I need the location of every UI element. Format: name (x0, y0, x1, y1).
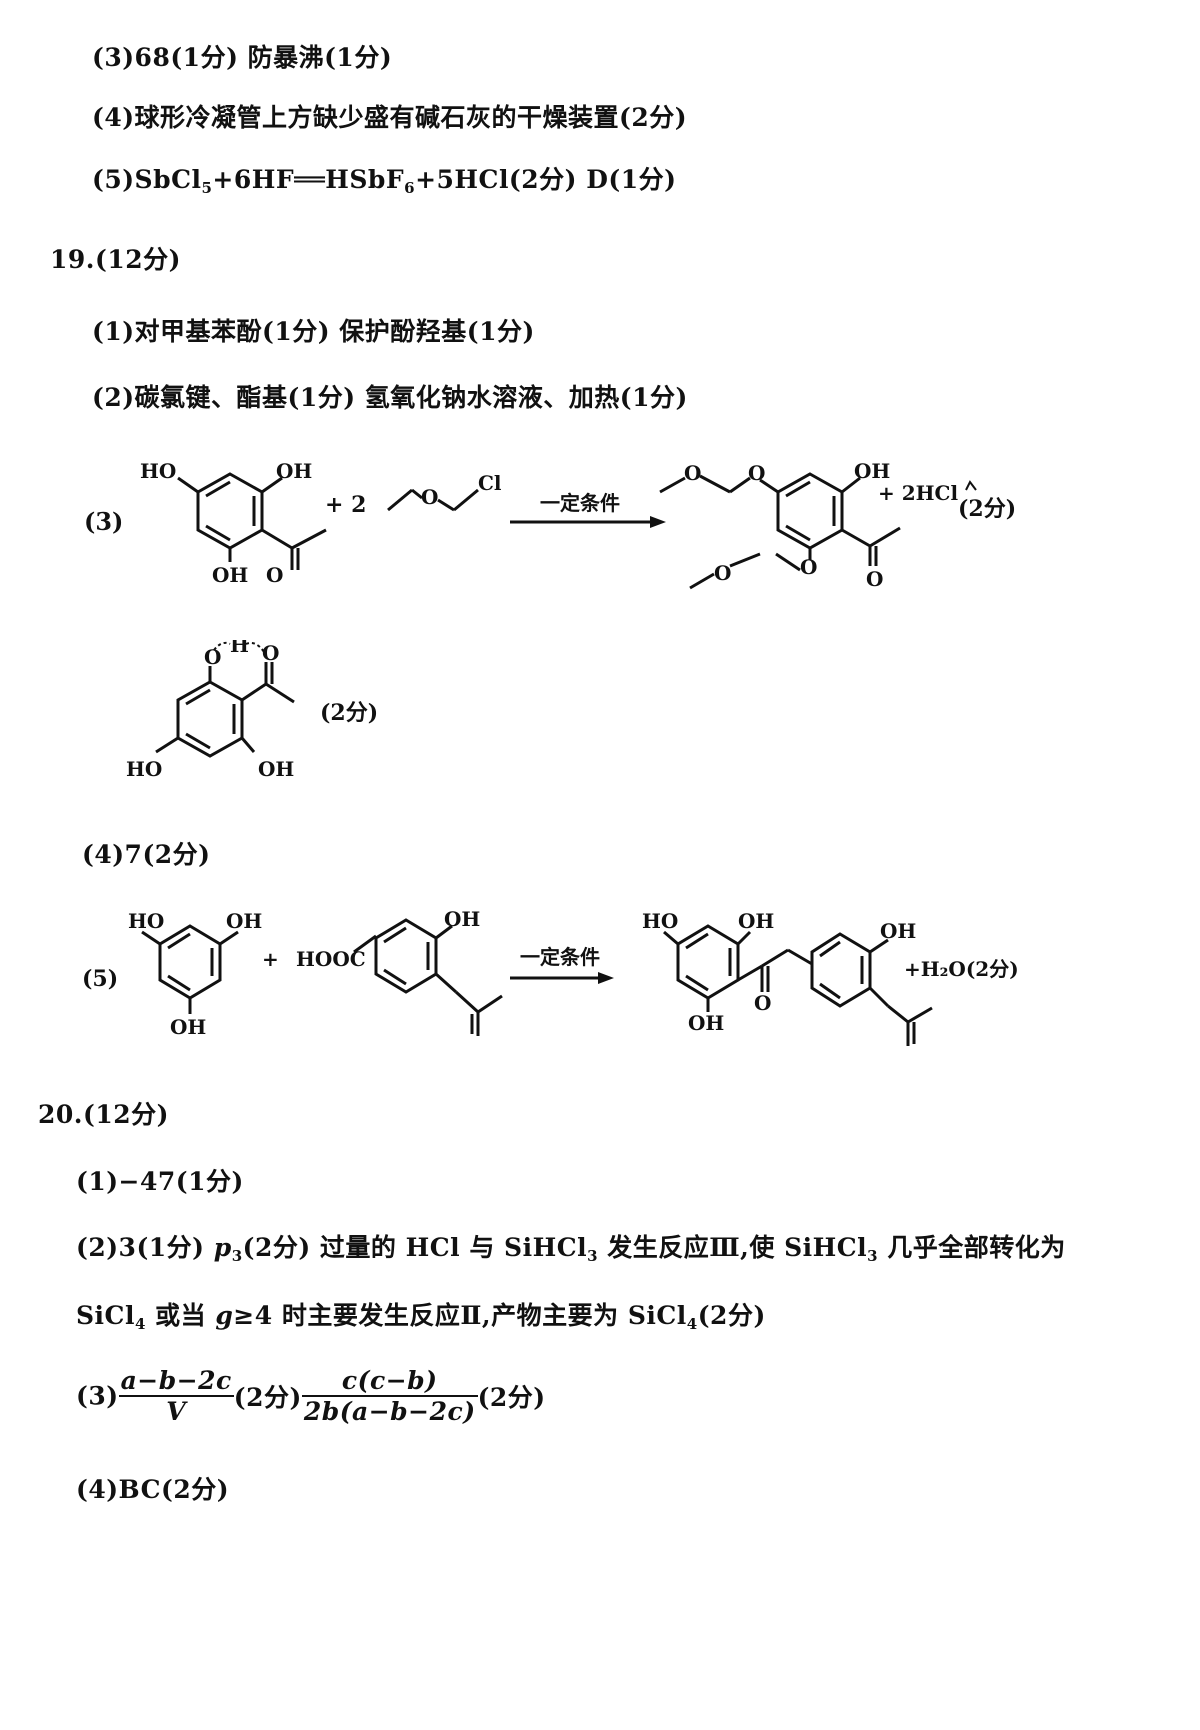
q20-part2-line1: (2)3(1分) p3(2分) 过量的 HCl 与 SiHCl3 发生反应Ⅲ,使… (76, 1233, 1066, 1265)
q19-part3-hbond-structure: O H O HO OH (2分) (126, 640, 378, 781)
q19-heading: 19.(12分) (50, 245, 181, 274)
atom-label: O (266, 563, 283, 587)
atom-label: HO (126, 757, 162, 781)
atom-label: HO (128, 909, 164, 933)
atom-label: O (204, 645, 221, 669)
atom-label: OH (854, 459, 890, 483)
product-extra: +H₂O(2分) (904, 957, 1019, 981)
atom-label: OH (688, 1011, 724, 1035)
atom-label: O (262, 641, 279, 665)
atom-label: O (754, 991, 771, 1015)
fraction-2: c(c−b)2b(a−b−2c) (301, 1366, 478, 1426)
atom-label: OH (212, 563, 248, 587)
q19-part1: (1)对甲基苯酚(1分) 保护酚羟基(1分) (92, 317, 535, 346)
q19-part3-label: (3) (84, 507, 123, 536)
score-mark: (2分) (320, 700, 378, 726)
q18-part5: (5)SbCl5+6HF══HSbF6+5HCl(2分) D(1分) (92, 165, 677, 197)
q19-part4: (4)7(2分) (82, 840, 211, 869)
q19-part5-label: (5) (82, 966, 118, 992)
atom-label: O (684, 461, 701, 485)
atom-label: HO (642, 909, 678, 933)
plus-sign: + (262, 947, 279, 971)
atom-label: OH (880, 919, 916, 943)
product-extra: + 2HCl (878, 481, 958, 505)
atom-label: OH (738, 909, 774, 933)
q20-part4: (4)BC(2分) (76, 1475, 230, 1504)
atom-label: O (800, 555, 817, 579)
score-mark: (2分) (958, 496, 1016, 522)
atom-label: OH (276, 459, 312, 483)
q19-part2: (2)碳氯键、酯基(1分) 氢氧化钠水溶液、加热(1分) (92, 383, 688, 412)
q19-part5-reaction-scheme: (5) HO OH OH + HOOC OH 一定条件 HO OH OH O O… (82, 907, 1019, 1046)
atom-label: H (230, 640, 249, 657)
atom-label: OH (258, 757, 294, 781)
atom-label: HO (140, 459, 176, 483)
atom-label: O (421, 485, 438, 509)
q20-part1: (1)−47(1分) (76, 1167, 244, 1196)
q18-part4: (4)球形冷凝管上方缺少盛有碱石灰的干燥装置(2分) (92, 103, 688, 132)
q19-part3-reaction-scheme: (3) HO OH OH O + 2 O Cl 一定条件 OH O O O O … (84, 459, 1016, 590)
q18-part3: (3)68(1分) 防暴沸(1分) (92, 43, 393, 72)
atom-label: O (748, 461, 765, 485)
atom-label: Cl (478, 471, 502, 495)
atom-label: OH (444, 907, 480, 931)
atom-label: OH (170, 1015, 206, 1039)
reagent-label: HOOC (296, 947, 366, 971)
reaction-condition: 一定条件 (520, 945, 600, 969)
atom-label: O (866, 567, 883, 590)
reaction-condition: 一定条件 (540, 491, 620, 515)
atom-label: O (714, 561, 731, 585)
coefficient-label: + 2 (325, 492, 366, 518)
q20-part2-line2: SiCl4 或当 g≥4 时主要发生反应Ⅱ,产物主要为 SiCl4(2分) (76, 1301, 766, 1333)
atom-label: OH (226, 909, 262, 933)
q20-heading: 20.(12分) (38, 1100, 169, 1129)
